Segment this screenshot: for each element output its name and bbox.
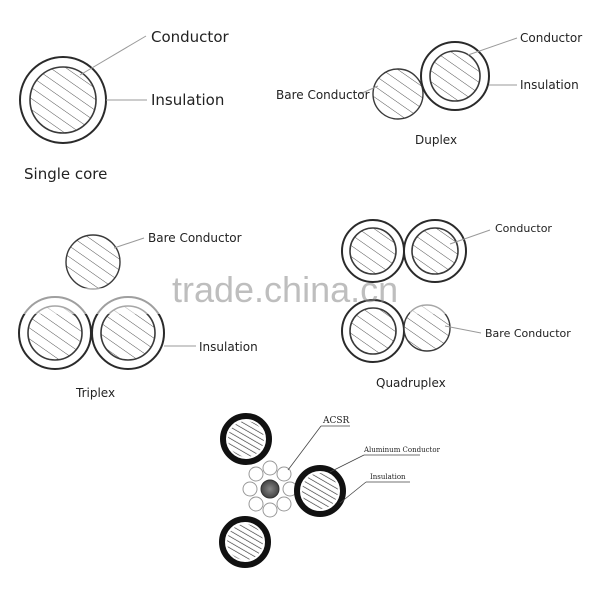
abc-aluminum-leader bbox=[329, 454, 365, 473]
acsr-messenger bbox=[242, 460, 298, 518]
acsr-outer-strand-8 bbox=[248, 466, 264, 482]
quadruplex-top-right-conductor bbox=[411, 227, 459, 275]
triplex-bare-conductor bbox=[65, 234, 121, 290]
acsr-outer-strand-5 bbox=[262, 502, 278, 518]
quadruplex-conductor-leader bbox=[449, 229, 491, 245]
triplex-bare-label: Bare Conductor bbox=[148, 231, 242, 245]
single-core-conductor-label: Conductor bbox=[151, 28, 229, 46]
single-core-conductor-leader bbox=[79, 35, 147, 76]
watermark-band-left bbox=[15, 288, 165, 314]
duplex-insulation-label: Insulation bbox=[520, 78, 579, 92]
quadruplex-diagram: Conductor Bare Conductor Quadruplex bbox=[341, 219, 571, 390]
duplex-caption: Duplex bbox=[415, 133, 457, 147]
abc-cable-diagram: ACSR Aluminum Conductor Insulation bbox=[219, 413, 441, 568]
duplex-conductor-label: Conductor bbox=[520, 31, 582, 45]
acsr-outer-strand-6 bbox=[248, 496, 264, 512]
triplex-insulation-label: Insulation bbox=[199, 340, 258, 354]
quadruplex-caption: Quadruplex bbox=[376, 376, 446, 390]
single-core-conductor bbox=[29, 66, 97, 134]
single-core-caption: Single core bbox=[24, 165, 107, 183]
triplex-right-conductor bbox=[100, 305, 156, 361]
acsr-outer-strand-7 bbox=[242, 481, 258, 497]
acsr-outer-strand-1 bbox=[262, 460, 278, 476]
triplex-bare-leader bbox=[113, 237, 145, 249]
single-core-diagram: Conductor Insulation Single core bbox=[19, 28, 229, 183]
quadruplex-conductor-label: Conductor bbox=[495, 222, 552, 235]
watermark-band-right bbox=[410, 288, 470, 314]
abc-bottom-conductor bbox=[227, 524, 263, 560]
triplex-caption: Triplex bbox=[75, 386, 115, 400]
abc-insulation-label: Insulation bbox=[370, 473, 406, 481]
acsr-steel-core bbox=[260, 479, 280, 499]
quadruplex-bottom-left-conductor bbox=[349, 307, 397, 355]
duplex-bare-leader bbox=[359, 85, 379, 95]
watermark-text: trade.china.cn bbox=[172, 269, 398, 310]
quadruplex-top-left-conductor bbox=[349, 227, 397, 275]
acsr-outer-strand-2 bbox=[276, 466, 292, 482]
duplex-conductor bbox=[429, 50, 481, 102]
abc-insulation-leader bbox=[339, 481, 367, 504]
duplex-bare-conductor bbox=[372, 68, 424, 120]
abc-acsr-label: ACSR bbox=[322, 416, 350, 426]
abc-acsr-leader bbox=[287, 425, 322, 471]
abc-top-conductor bbox=[228, 421, 264, 457]
single-core-insulation-label: Insulation bbox=[151, 91, 224, 109]
abc-right-conductor bbox=[302, 473, 338, 509]
triplex-diagram: Bare Conductor Insulation Triplex bbox=[18, 231, 258, 400]
duplex-bare-label: Bare Conductor bbox=[276, 88, 370, 102]
duplex-diagram: Conductor Insulation Bare Conductor Dupl… bbox=[276, 31, 582, 147]
quadruplex-bare-label: Bare Conductor bbox=[485, 327, 571, 340]
acsr-outer-strand-4 bbox=[276, 496, 292, 512]
triplex-left-conductor bbox=[27, 305, 83, 361]
watermark: trade.china.cn bbox=[15, 269, 470, 314]
duplex-conductor-leader bbox=[467, 37, 518, 56]
quadruplex-bare-leader bbox=[444, 325, 482, 334]
abc-aluminum-label: Aluminum Conductor bbox=[363, 446, 441, 454]
